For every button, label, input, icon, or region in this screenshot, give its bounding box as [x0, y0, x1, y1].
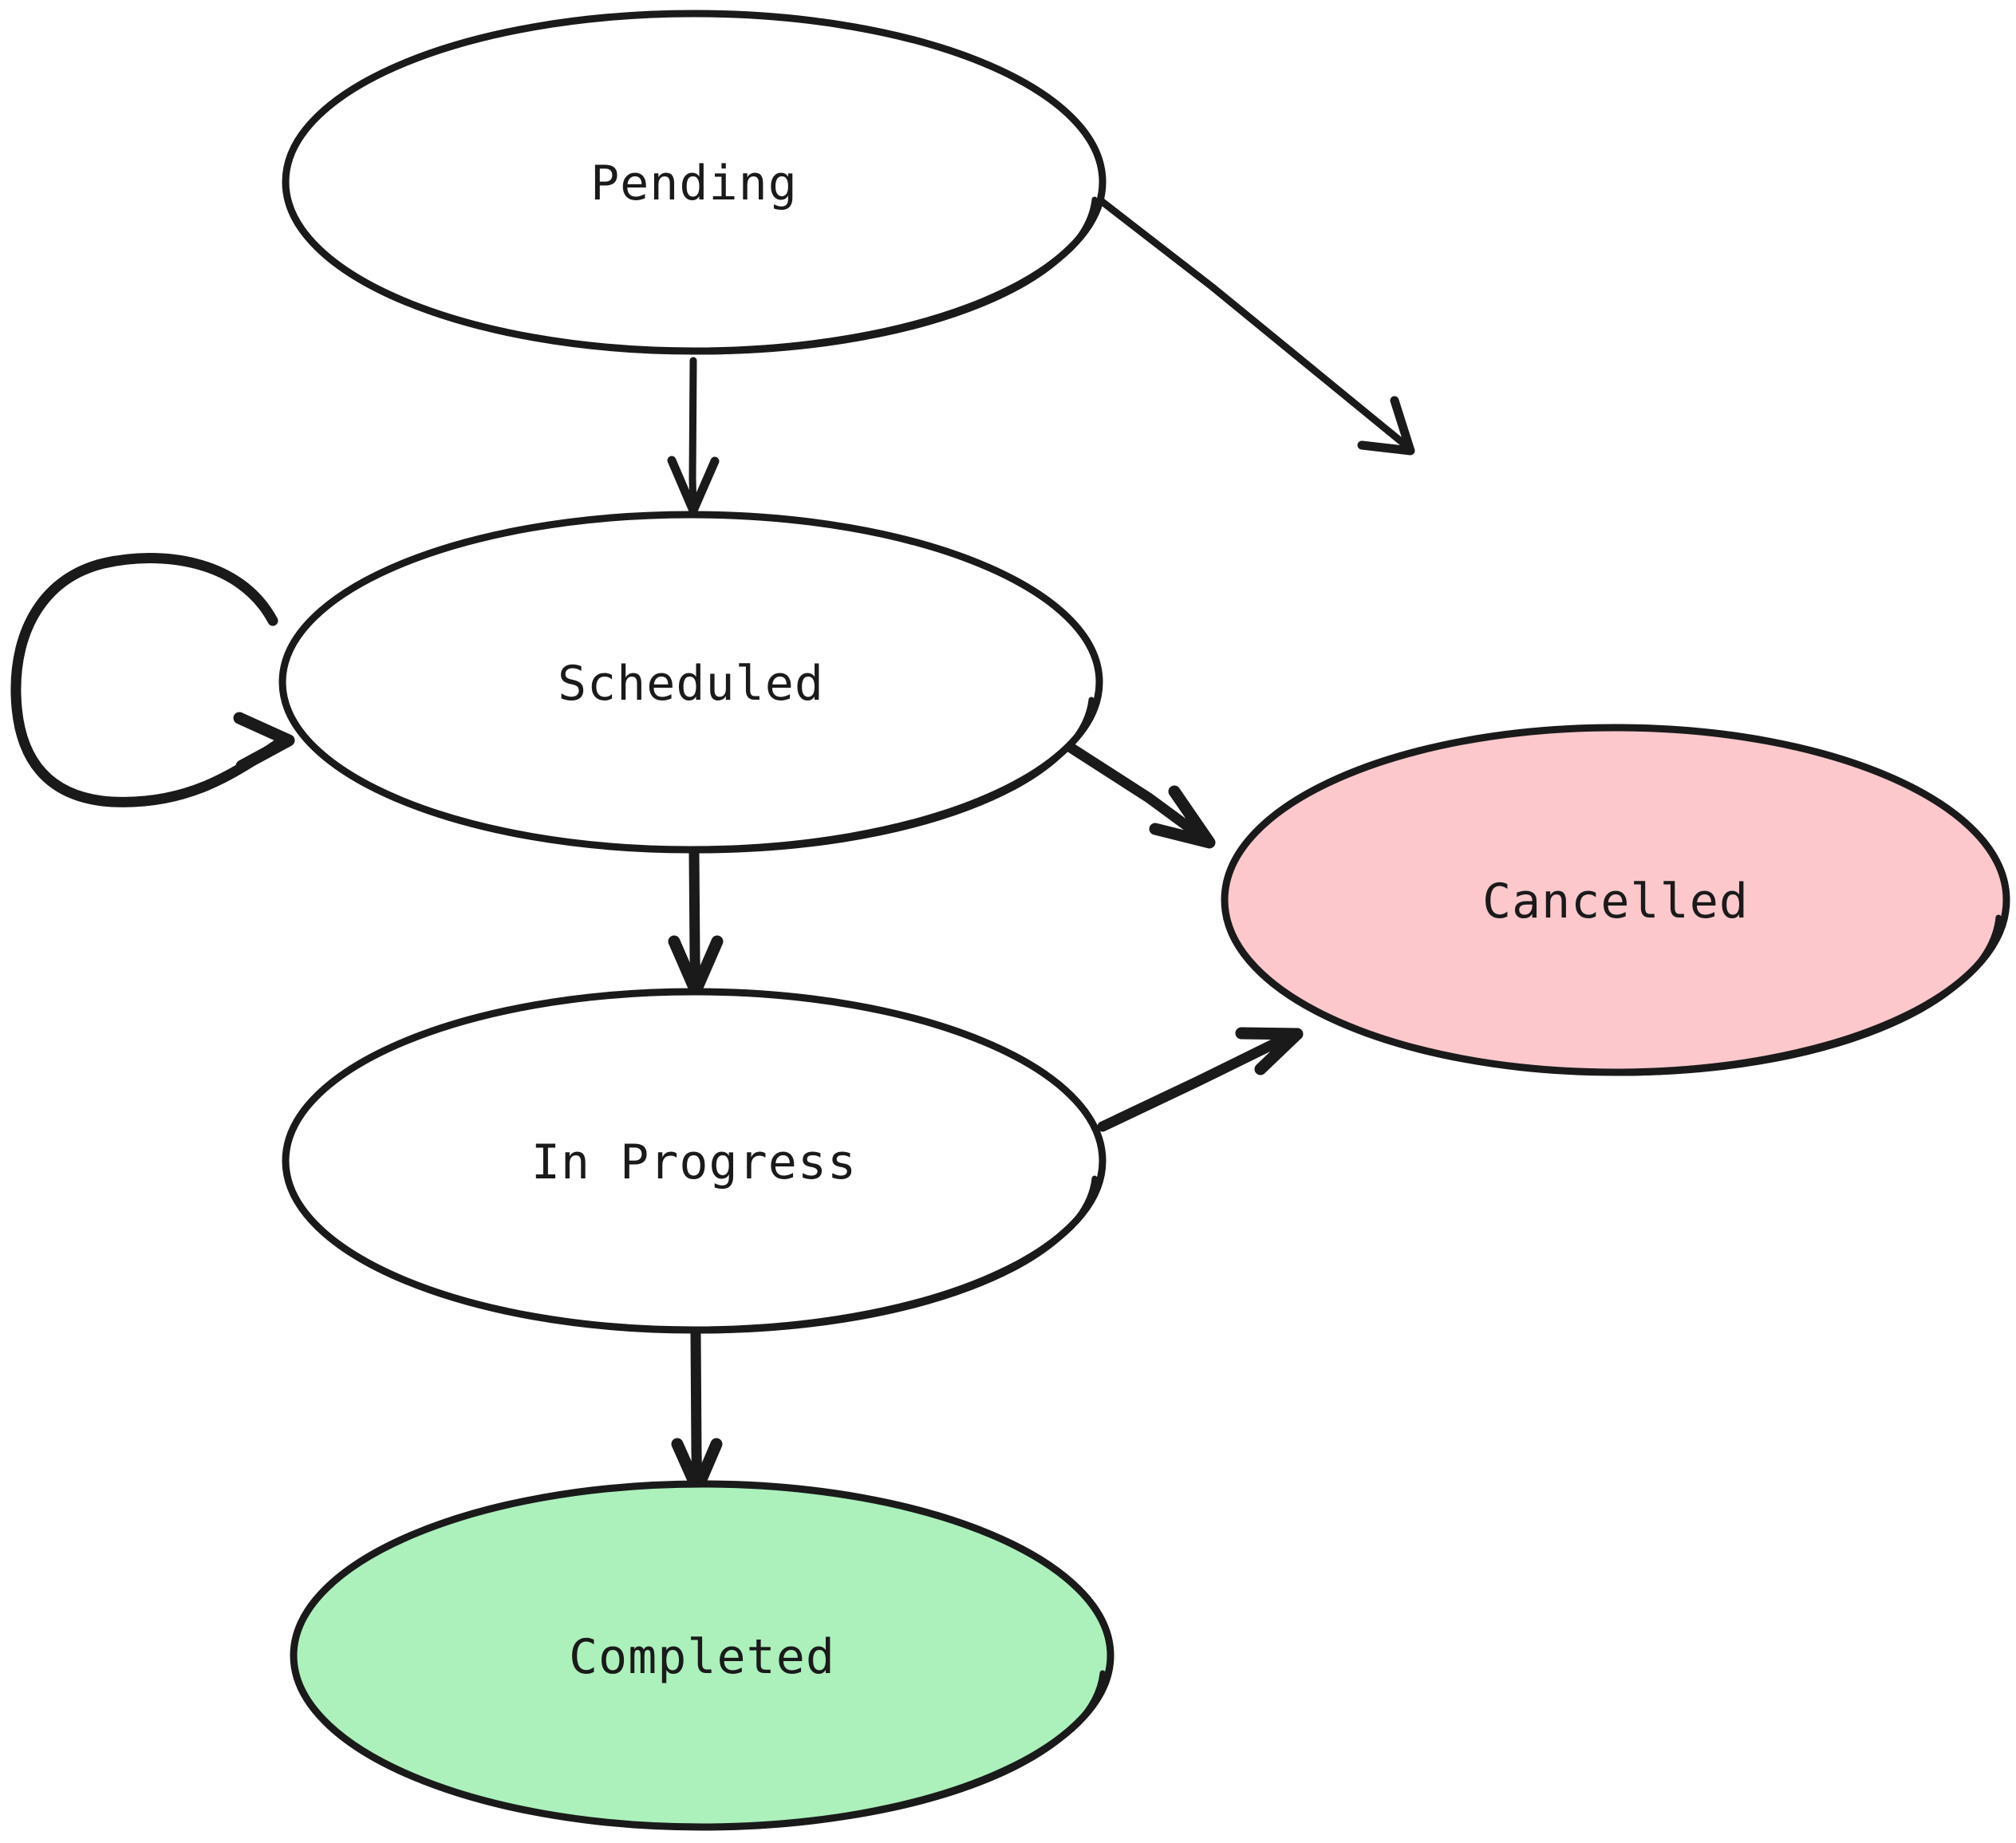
node-completed[interactable]: Completed — [290, 1480, 1115, 1831]
edge-pending-to-cancelled — [1085, 187, 1415, 456]
node-cancelled-label: Cancelled — [1482, 874, 1749, 929]
edge-line — [1054, 735, 1209, 843]
arrowhead-icon — [1235, 1027, 1304, 1075]
node-cancelled[interactable]: Cancelled — [1221, 724, 2010, 1076]
node-in-progress[interactable]: In Progress — [282, 988, 1107, 1334]
edge-scheduled-self-loop — [10, 553, 295, 807]
edge-scheduled-to-in-progress — [668, 847, 724, 997]
node-completed-sketch-stroke — [696, 1670, 1106, 1830]
node-scheduled-sketch-stroke — [686, 697, 1095, 854]
node-pending-sketch-stroke — [688, 196, 1098, 355]
edge-line — [10, 553, 286, 807]
node-scheduled-label: Scheduled — [558, 656, 824, 712]
node-in-progress-sketch-stroke — [688, 1175, 1098, 1334]
arrowhead-icon — [1357, 396, 1415, 456]
node-pending-label: Pending — [590, 156, 798, 211]
edge-scheduled-to-cancelled — [1054, 735, 1216, 849]
node-completed-label: Completed — [569, 1629, 835, 1685]
node-in-progress-label: In Progress — [531, 1135, 857, 1190]
edge-in-progress-to-completed — [671, 1328, 723, 1495]
edge-line — [688, 357, 697, 512]
node-pending[interactable]: Pending — [282, 10, 1107, 355]
node-scheduled[interactable]: Scheduled — [278, 511, 1103, 854]
arrowhead-icon — [667, 456, 720, 515]
edge-line — [688, 847, 701, 993]
node-cancelled-sketch-stroke — [1609, 914, 2002, 1076]
edge-line — [1085, 187, 1410, 449]
edge-line — [690, 1328, 703, 1491]
edge-in-progress-to-cancelled — [1097, 1027, 1304, 1132]
edge-line — [1097, 1030, 1296, 1132]
arrowhead-icon — [1149, 785, 1216, 849]
arrowhead-icon — [233, 712, 295, 772]
edge-pending-to-scheduled — [667, 357, 720, 515]
